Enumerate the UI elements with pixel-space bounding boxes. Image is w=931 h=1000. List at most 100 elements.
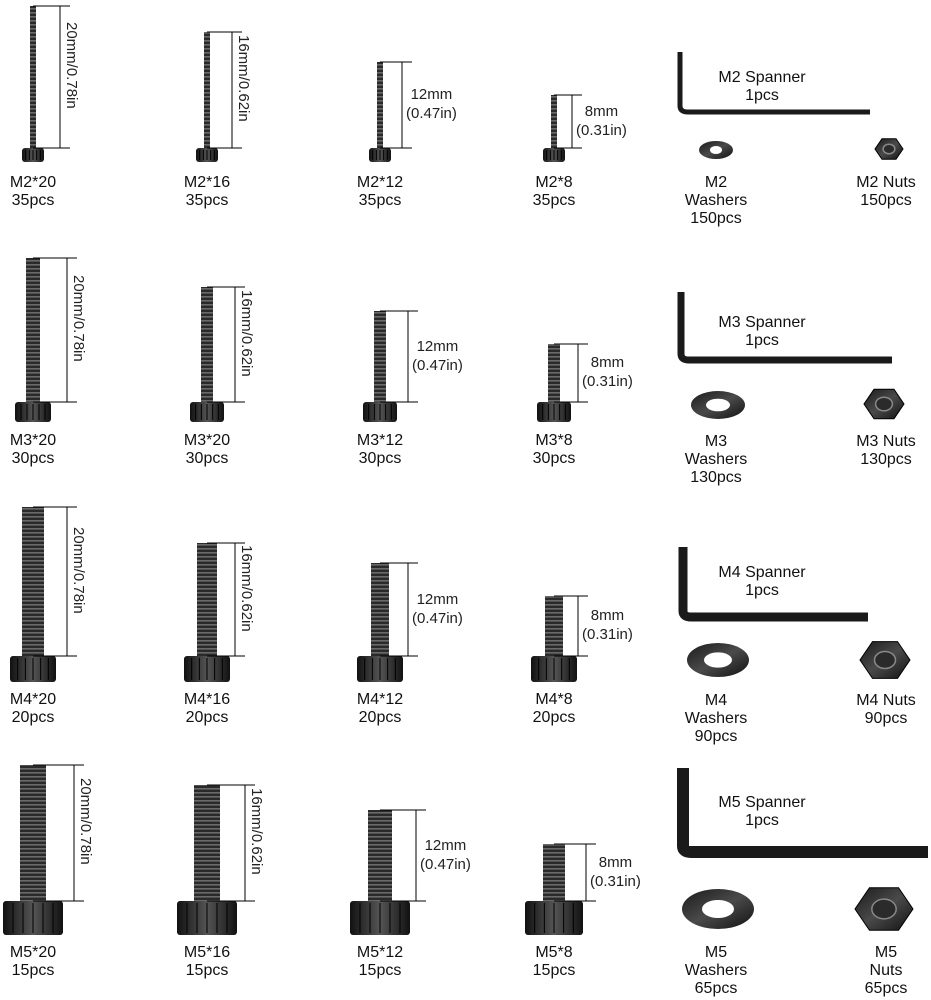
- dimension-marker: [554, 343, 588, 403]
- washer-quantity: 90pcs: [694, 728, 738, 745]
- socket-screw: [177, 785, 237, 935]
- dimension-mm: 8mm: [584, 102, 619, 120]
- screw-quantity: 20pcs: [185, 709, 229, 726]
- hex-key-spanner: [677, 52, 870, 115]
- socket-screw: [196, 32, 218, 162]
- dimension-label: 12mm(0.47in): [420, 836, 471, 874]
- nut-hole: [874, 396, 894, 412]
- spanner-name: M5 Spanner: [718, 794, 806, 811]
- dimension-label: 20mm/0.78in: [70, 527, 87, 614]
- screw-size: M4*12: [356, 691, 404, 708]
- socket-screw: [184, 543, 230, 682]
- screw-quantity: 20pcs: [532, 709, 576, 726]
- screw-quantity: 35pcs: [358, 192, 402, 209]
- dimension-text: 16mm/0.62in: [238, 289, 255, 377]
- nut-type: Nuts: [869, 962, 903, 979]
- spanner-body: [677, 52, 870, 115]
- nut-size: M4 Nuts: [856, 692, 916, 709]
- washer-size: M5: [704, 944, 728, 961]
- dimension-mm: 8mm: [590, 354, 625, 371]
- dimension-label: 20mm/0.78in: [70, 275, 87, 362]
- dimension-label: 12mm(0.47in): [412, 590, 463, 628]
- nut-hole: [873, 650, 897, 670]
- dimension-label: 12mm(0.47in): [406, 85, 457, 123]
- screw-size: M3*20: [183, 432, 231, 449]
- screw-quantity: 20pcs: [11, 709, 55, 726]
- nut-type: 90pcs: [864, 710, 908, 727]
- spanner-quantity: 1pcs: [745, 582, 779, 599]
- spanner-name: M4 Spanner: [718, 564, 806, 581]
- screw-size: M4*20: [9, 691, 57, 708]
- dimension-mm: 8mm: [590, 607, 625, 624]
- dimension-label: 8mm(0.31in): [582, 606, 633, 644]
- hex-nut: [854, 887, 914, 931]
- nut-hole: [882, 143, 896, 155]
- washer-hole: [710, 145, 722, 155]
- hex-nut: [859, 641, 911, 679]
- screw-size: M2*16: [183, 174, 231, 191]
- socket-screw: [369, 62, 391, 162]
- screw-size: M5*16: [183, 944, 231, 961]
- washer-type: Washers: [684, 451, 748, 468]
- screw-quantity: 15pcs: [358, 962, 402, 979]
- spanner-quantity: 1pcs: [745, 812, 779, 829]
- screw-size: M3*12: [356, 432, 404, 449]
- hex-key-spanner: [677, 768, 928, 858]
- dimension-inch: (0.47in): [412, 356, 463, 374]
- dimension-label: 8mm(0.31in): [582, 353, 633, 391]
- socket-screw: [543, 95, 565, 162]
- dimension-marker: [380, 809, 426, 902]
- dimension-label: 20mm/0.78in: [77, 778, 94, 865]
- dimension-text: 16mm/0.62in: [248, 788, 265, 875]
- dimension-inch: (0.47in): [406, 105, 457, 122]
- dimension-marker: [554, 595, 588, 657]
- nut-size: M5: [874, 944, 898, 961]
- screw-thread: [22, 507, 44, 656]
- screw-size: M2*20: [9, 174, 57, 191]
- dimension-marker: [380, 310, 418, 403]
- screw-size: M2*12: [356, 174, 404, 191]
- dimension-label: 16mm/0.62in: [238, 290, 255, 377]
- socket-screw: [537, 344, 571, 422]
- dimension-label: 8mm(0.31in): [576, 102, 627, 140]
- washer-hole: [702, 900, 734, 918]
- screw-thread: [548, 344, 560, 402]
- socket-screw: [15, 258, 51, 422]
- screw-thread: [194, 785, 220, 901]
- dimension-marker: [207, 31, 242, 149]
- dimension-label: 20mm/0.78in: [63, 22, 80, 109]
- screw-quantity: 35pcs: [532, 192, 576, 209]
- socket-screw: [3, 765, 63, 935]
- dimension-marker: [33, 764, 84, 902]
- washer-hole: [706, 398, 730, 412]
- socket-screw: [10, 507, 56, 682]
- washer-size: M4: [704, 692, 728, 709]
- socket-screw: [190, 287, 224, 422]
- dimension-text: 16mm/0.62in: [235, 35, 252, 122]
- washer-quantity: 65pcs: [694, 980, 738, 997]
- dimension-text: 20mm/0.78in: [63, 22, 80, 109]
- screw-thread: [545, 596, 563, 656]
- screw-quantity: 30pcs: [358, 450, 402, 467]
- socket-screw: [357, 563, 403, 682]
- screw-size: M4*8: [535, 691, 573, 708]
- screw-thread: [543, 844, 565, 901]
- socket-screw: [363, 311, 397, 422]
- socket-screw: [525, 844, 583, 935]
- nut-quantity: 65pcs: [864, 980, 908, 997]
- screw-thread: [201, 287, 213, 402]
- hex-key-spanner: [678, 547, 868, 622]
